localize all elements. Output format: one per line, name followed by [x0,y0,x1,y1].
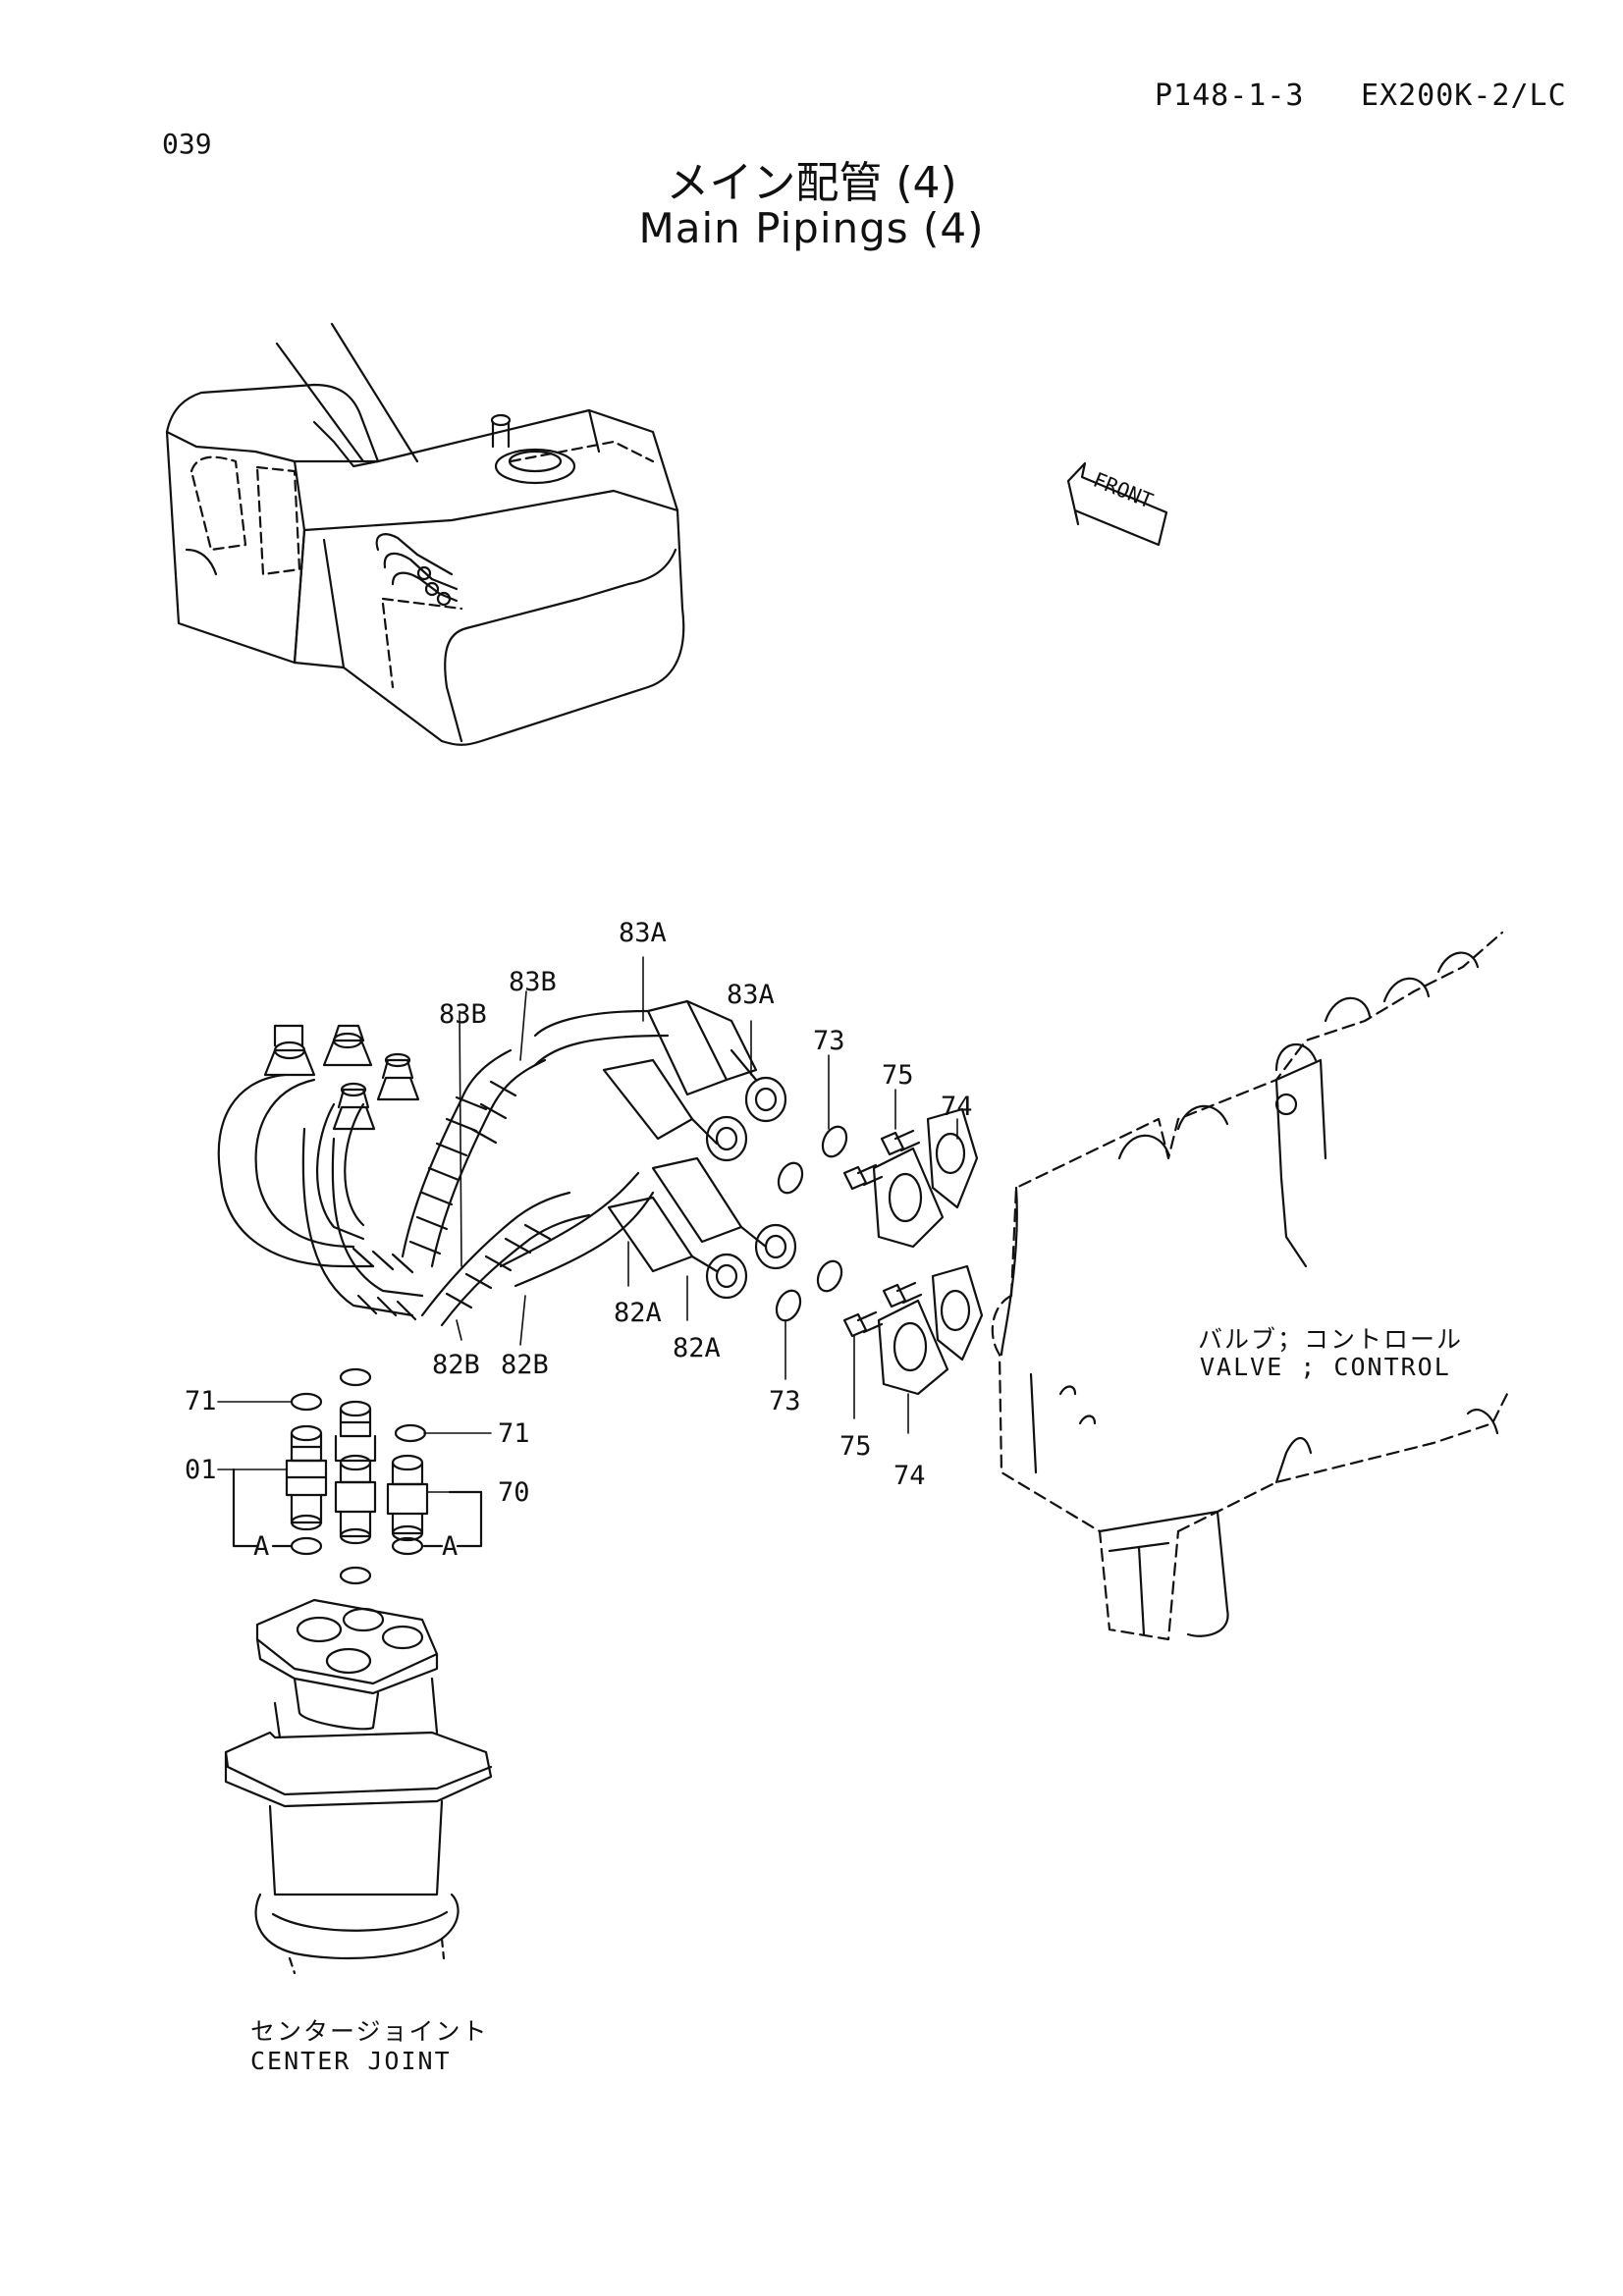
callout-83A-right: 83A [727,980,775,1010]
callout-82A-left: 82A [614,1298,662,1328]
flanges-74 [874,1109,982,1394]
callout-01: 01 [185,1455,217,1485]
callout-71-left: 71 [185,1386,217,1416]
valve-label-en: VALVE ; CONTROL [1200,1353,1451,1381]
page-number: 039 [162,128,212,160]
center-joint [226,1600,491,1973]
center-joint-fittings [234,1369,481,1583]
excavator-overview [167,324,683,745]
page-reference: P148-1-3 [1155,79,1305,113]
callout-A-right: A [442,1531,459,1562]
title-english: Main Pipings (4) [638,204,985,252]
callout-73-bottom: 73 [769,1386,801,1416]
center-joint-label-jp: センタージョイント [250,2017,489,2046]
model-number: EX200K-2/LC [1361,79,1567,113]
title-japanese: メイン配管 (4) [666,158,957,208]
callout-83A-top: 83A [619,918,667,948]
callout-73-top: 73 [813,1026,845,1056]
leader-lines [218,957,957,1492]
control-valve [993,933,1507,1639]
hose-assembly [219,1001,795,1325]
front-marker-label: FRONT [1090,468,1157,513]
callout-82A-right: 82A [673,1333,721,1363]
callout-83B-right: 83B [509,967,557,997]
callout-74-top: 74 [941,1092,973,1122]
callout-71-right: 71 [498,1418,530,1449]
callout-74-bottom: 74 [893,1461,926,1491]
bolts-75 [844,1131,921,1336]
callout-A-left: A [253,1531,270,1562]
callout-70: 70 [498,1477,530,1508]
callout-83B-left: 83B [439,999,487,1030]
center-joint-label-en: CENTER JOINT [250,2047,452,2075]
valve-label-jp: バルブ；コントロール [1198,1325,1464,1354]
callout-82B-left: 82B [432,1350,480,1380]
callout-82B-right: 82B [501,1350,549,1380]
front-arrow-icon [1068,463,1166,545]
callout-75-top: 75 [882,1060,914,1091]
callout-75-bottom: 75 [839,1431,872,1462]
o-rings-73 [772,1123,850,1324]
